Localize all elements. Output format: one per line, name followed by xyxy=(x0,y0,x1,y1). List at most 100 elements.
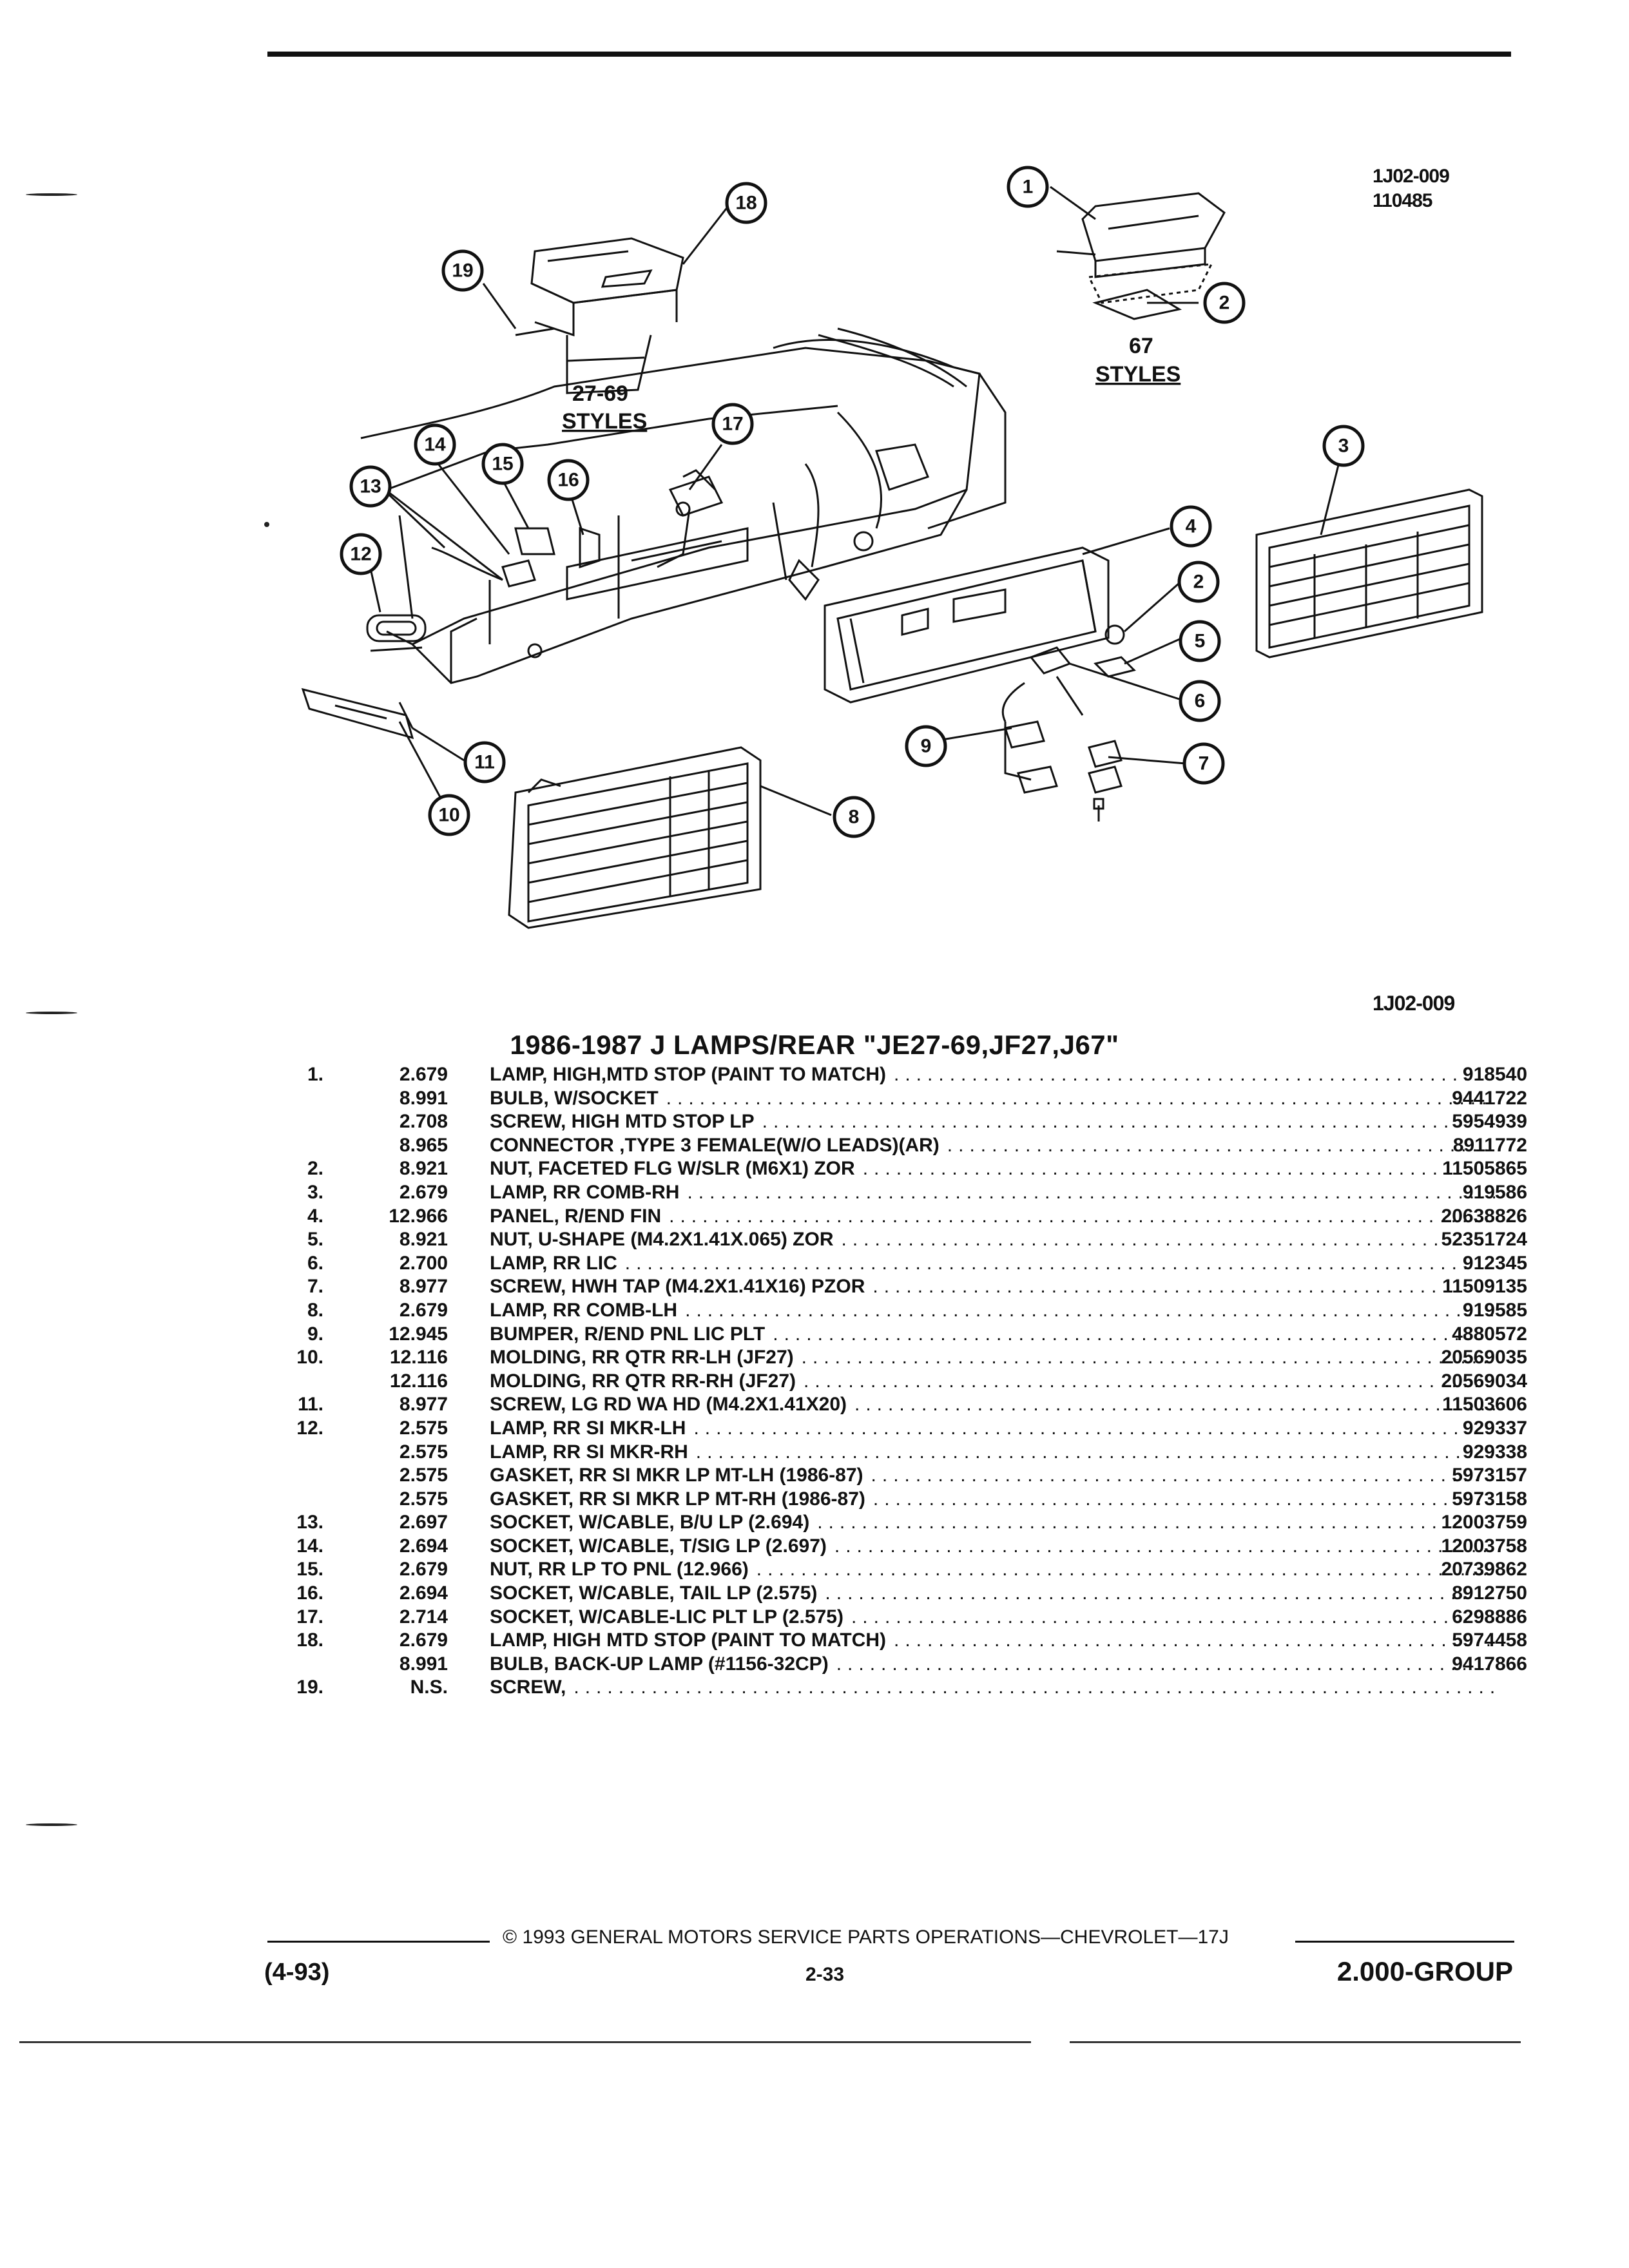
part-name: SCREW xyxy=(490,1677,561,1698)
leader-dots: ........................................… xyxy=(801,1347,1495,1369)
part-name: LAMP xyxy=(490,1299,543,1321)
group-label: 2.000-GROUP xyxy=(1336,1956,1513,1986)
ref-number: 5. xyxy=(307,1229,323,1251)
leader-dots: ........................................… xyxy=(872,1488,1495,1510)
leader-dots: ........................................… xyxy=(947,1134,1495,1156)
part-detail: , RR SI MKR-RH xyxy=(542,1441,688,1463)
part-detail: , RR LIC xyxy=(542,1252,617,1274)
part-number: 8911772 xyxy=(1452,1134,1527,1156)
part-detail: , HIGH MTD STOP (PAINT TO MATCH) xyxy=(542,1629,887,1651)
svg-text:18: 18 xyxy=(735,193,757,214)
part-description: CONNECTOR ,TYPE 3 FEMALE(W/O LEADS)(AR).… xyxy=(490,1134,1495,1158)
group-number: 12.945 xyxy=(389,1323,448,1345)
part-name: MOLDING xyxy=(490,1370,581,1392)
part-description: LAMP, RR COMB-RH........................… xyxy=(490,1181,1495,1205)
svg-text:11: 11 xyxy=(474,752,495,773)
leader-dots: ........................................… xyxy=(854,1394,1495,1416)
part-name: SOCKET xyxy=(490,1535,568,1557)
callout-9: 9 xyxy=(905,725,947,767)
group-number: 8.965 xyxy=(399,1134,448,1156)
callout-8: 8 xyxy=(833,796,875,838)
group-number: 8.977 xyxy=(399,1394,448,1416)
callout-15: 15 xyxy=(481,443,524,485)
callout-11: 11 xyxy=(463,741,506,783)
parts-row: 19.N.S.SCREW,...........................… xyxy=(284,1676,1527,1700)
group-number: 12.116 xyxy=(389,1370,448,1392)
group-number: 2.575 xyxy=(399,1465,448,1486)
part-name: PANEL xyxy=(490,1205,554,1227)
leader-dots: ........................................… xyxy=(693,1417,1495,1439)
svg-text:8: 8 xyxy=(849,807,860,828)
part-detail: , LG RD WA HD (M4.2X1.41X20) xyxy=(561,1394,847,1416)
part-name: LAMP xyxy=(490,1252,543,1274)
part-number: 12003759 xyxy=(1441,1512,1527,1533)
group-number: 2.575 xyxy=(399,1488,448,1510)
part-number: 11509135 xyxy=(1442,1276,1527,1298)
part-description: MOLDING, RR QTR RR-LH (JF27)............… xyxy=(490,1346,1495,1370)
side-marker-lamp xyxy=(366,614,427,652)
part-description: LAMP, HIGH,MTD STOP (PAINT TO MATCH)....… xyxy=(490,1063,1495,1087)
part-description: GASKET, RR SI MKR LP MT-LH (1986-87)....… xyxy=(490,1464,1495,1488)
svg-text:14: 14 xyxy=(424,434,446,456)
part-name: BUMPER xyxy=(490,1323,574,1345)
part-description: SCREW, HIGH MTD STOP LP.................… xyxy=(490,1110,1495,1134)
callout-6: 6 xyxy=(1179,680,1221,722)
svg-text:16: 16 xyxy=(557,470,579,491)
parts-row: 2.708 SCREW, HIGH MTD STOP LP............… xyxy=(284,1110,1527,1134)
part-detail: , HIGH,MTD STOP (PAINT TO MATCH) xyxy=(542,1064,887,1085)
part-number: 20739862 xyxy=(1441,1559,1527,1581)
part-detail: , FACETED FLG W/SLR (M6X1) ZOR xyxy=(527,1158,855,1180)
part-number: 20569035 xyxy=(1441,1347,1527,1369)
part-number: 11505865 xyxy=(1442,1158,1527,1180)
part-number: 4880572 xyxy=(1452,1323,1527,1345)
part-name: SCREW xyxy=(490,1276,561,1298)
part-description: SOCKET, W/CABLE, B/U LP (2.694).........… xyxy=(490,1511,1495,1535)
part-detail: , W/CABLE, T/SIG LP (2.697) xyxy=(568,1535,827,1557)
group-number: 2.679 xyxy=(399,1629,448,1651)
group-number: 8.991 xyxy=(399,1087,448,1109)
part-number: 929337 xyxy=(1462,1417,1527,1439)
callout-1: 1 xyxy=(1007,166,1049,208)
callout-13: 13 xyxy=(349,465,392,508)
leader-dots: ........................................… xyxy=(685,1299,1495,1321)
callout-7: 7 xyxy=(1182,742,1225,785)
ref-number: 19. xyxy=(296,1677,323,1698)
part-number: 918540 xyxy=(1462,1064,1527,1085)
part-number: 20569034 xyxy=(1441,1370,1527,1392)
part-number: 5954939 xyxy=(1452,1111,1527,1133)
date-code: 110485 xyxy=(1373,190,1432,211)
part-description: BULB, BACK-UP LAMP (#1156-32CP).........… xyxy=(490,1653,1495,1677)
leader-dots: ........................................… xyxy=(894,1064,1495,1085)
group-number: 2.694 xyxy=(399,1582,448,1604)
part-number: 5973158 xyxy=(1452,1488,1527,1510)
part-number: 8912750 xyxy=(1452,1582,1527,1604)
part-detail: , RR SI MKR LP MT-RH (1986-87) xyxy=(568,1488,865,1510)
parts-row: 2.575 GASKET, RR SI MKR LP MT-LH (1986-87… xyxy=(284,1464,1527,1488)
diagram-labels: 27-69 STYLES 67 STYLES xyxy=(562,334,1181,434)
bottom-rule-left xyxy=(19,2041,1031,2043)
part-description: GASKET, RR SI MKR LP MT-RH (1986-87)....… xyxy=(490,1488,1495,1512)
svg-text:3: 3 xyxy=(1338,436,1349,457)
part-name: GASKET xyxy=(490,1488,568,1510)
part-name: SOCKET xyxy=(490,1606,568,1628)
part-number: 919585 xyxy=(1462,1299,1527,1321)
group-number: 2.697 xyxy=(399,1512,448,1533)
part-description: LAMP, RR LIC............................… xyxy=(490,1252,1495,1276)
styles-label-b-word: STYLES xyxy=(1095,362,1181,387)
part-name: NUT xyxy=(490,1559,528,1581)
leader-dots: ........................................… xyxy=(834,1535,1495,1557)
group-number: 2.575 xyxy=(399,1441,448,1463)
part-name: LAMP xyxy=(490,1441,543,1463)
fasteners xyxy=(1001,624,1136,822)
group-number: 2.708 xyxy=(399,1111,448,1133)
part-detail: , HWH TAP (M4.2X1.41X16) PZOR xyxy=(561,1276,865,1298)
